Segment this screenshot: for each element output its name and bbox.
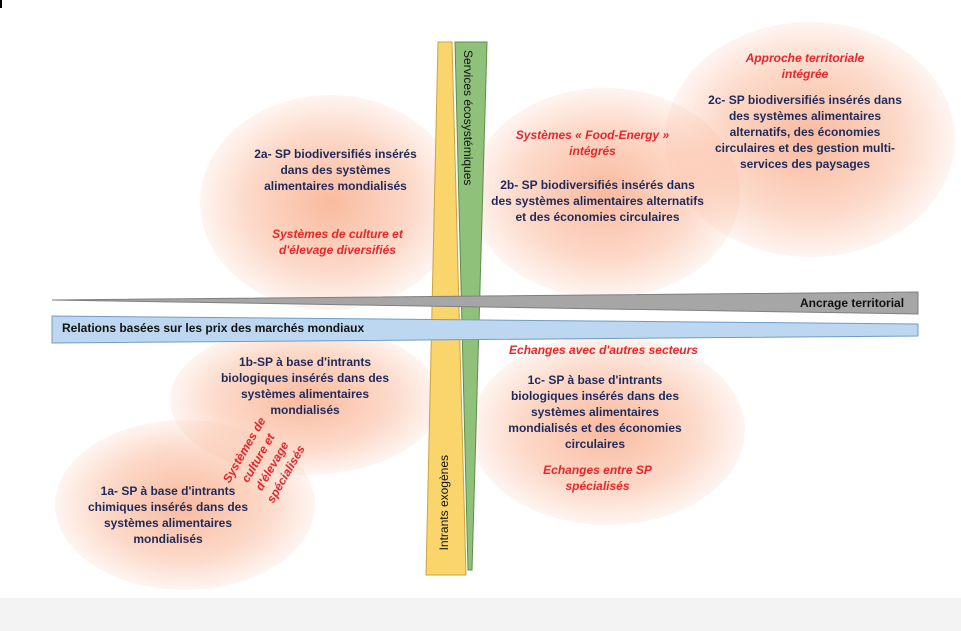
blue-horizontal-bar — [51, 315, 919, 344]
quadrant-1c-subtitle-top: Echanges avec d'autres secteurs — [509, 343, 698, 357]
quadrant-1b-title: 1b-SP à base d'intrants biologiques insé… — [220, 355, 390, 417]
label-services-ecosystemiques: Services écosystémiques — [461, 50, 475, 186]
quadrant-1c-subtitle-bottom: Echanges entre SP spécialisés — [543, 463, 652, 493]
label-relations-prix: Relations basées sur les prix des marché… — [62, 321, 365, 335]
quadrant-2b-subtitle: Systèmes « Food-Energy » intégrés — [515, 128, 670, 158]
quadrant-2c-subtitle: Approche territoriale intégrée — [745, 51, 865, 81]
blob-2c — [665, 22, 955, 257]
blob-1a — [55, 420, 315, 590]
quadrant-2a-subtitle: Systèmes de culture et d'élevage diversi… — [272, 227, 403, 257]
label-intrants-exogenes: Intrants exogènes — [437, 455, 451, 551]
quadrant-2c-title: 2c- SP biodiversifiés insérés dans des s… — [708, 93, 902, 171]
corner-mark — [0, 0, 2, 8]
yellow-vertical-bar — [425, 41, 467, 576]
blob-1c — [470, 335, 745, 525]
gray-horizontal-bar — [51, 291, 919, 315]
bottom-strip — [0, 598, 961, 631]
quadrant-2b-title: 2b- SP biodiversifiés insérés dans des s… — [491, 178, 704, 224]
quadrant-1c-title: 1c- SP à base d'intrants biologiques ins… — [508, 373, 682, 451]
blob-2a — [200, 95, 460, 310]
quadrant-1a-title: 1a- SP à base d'intrants chimiques insér… — [87, 484, 249, 546]
quadrant-2a-title: 2a- SP biodiversifiés insérés dans des s… — [254, 147, 417, 193]
label-ancrage-territorial: Ancrage territorial — [800, 296, 905, 310]
